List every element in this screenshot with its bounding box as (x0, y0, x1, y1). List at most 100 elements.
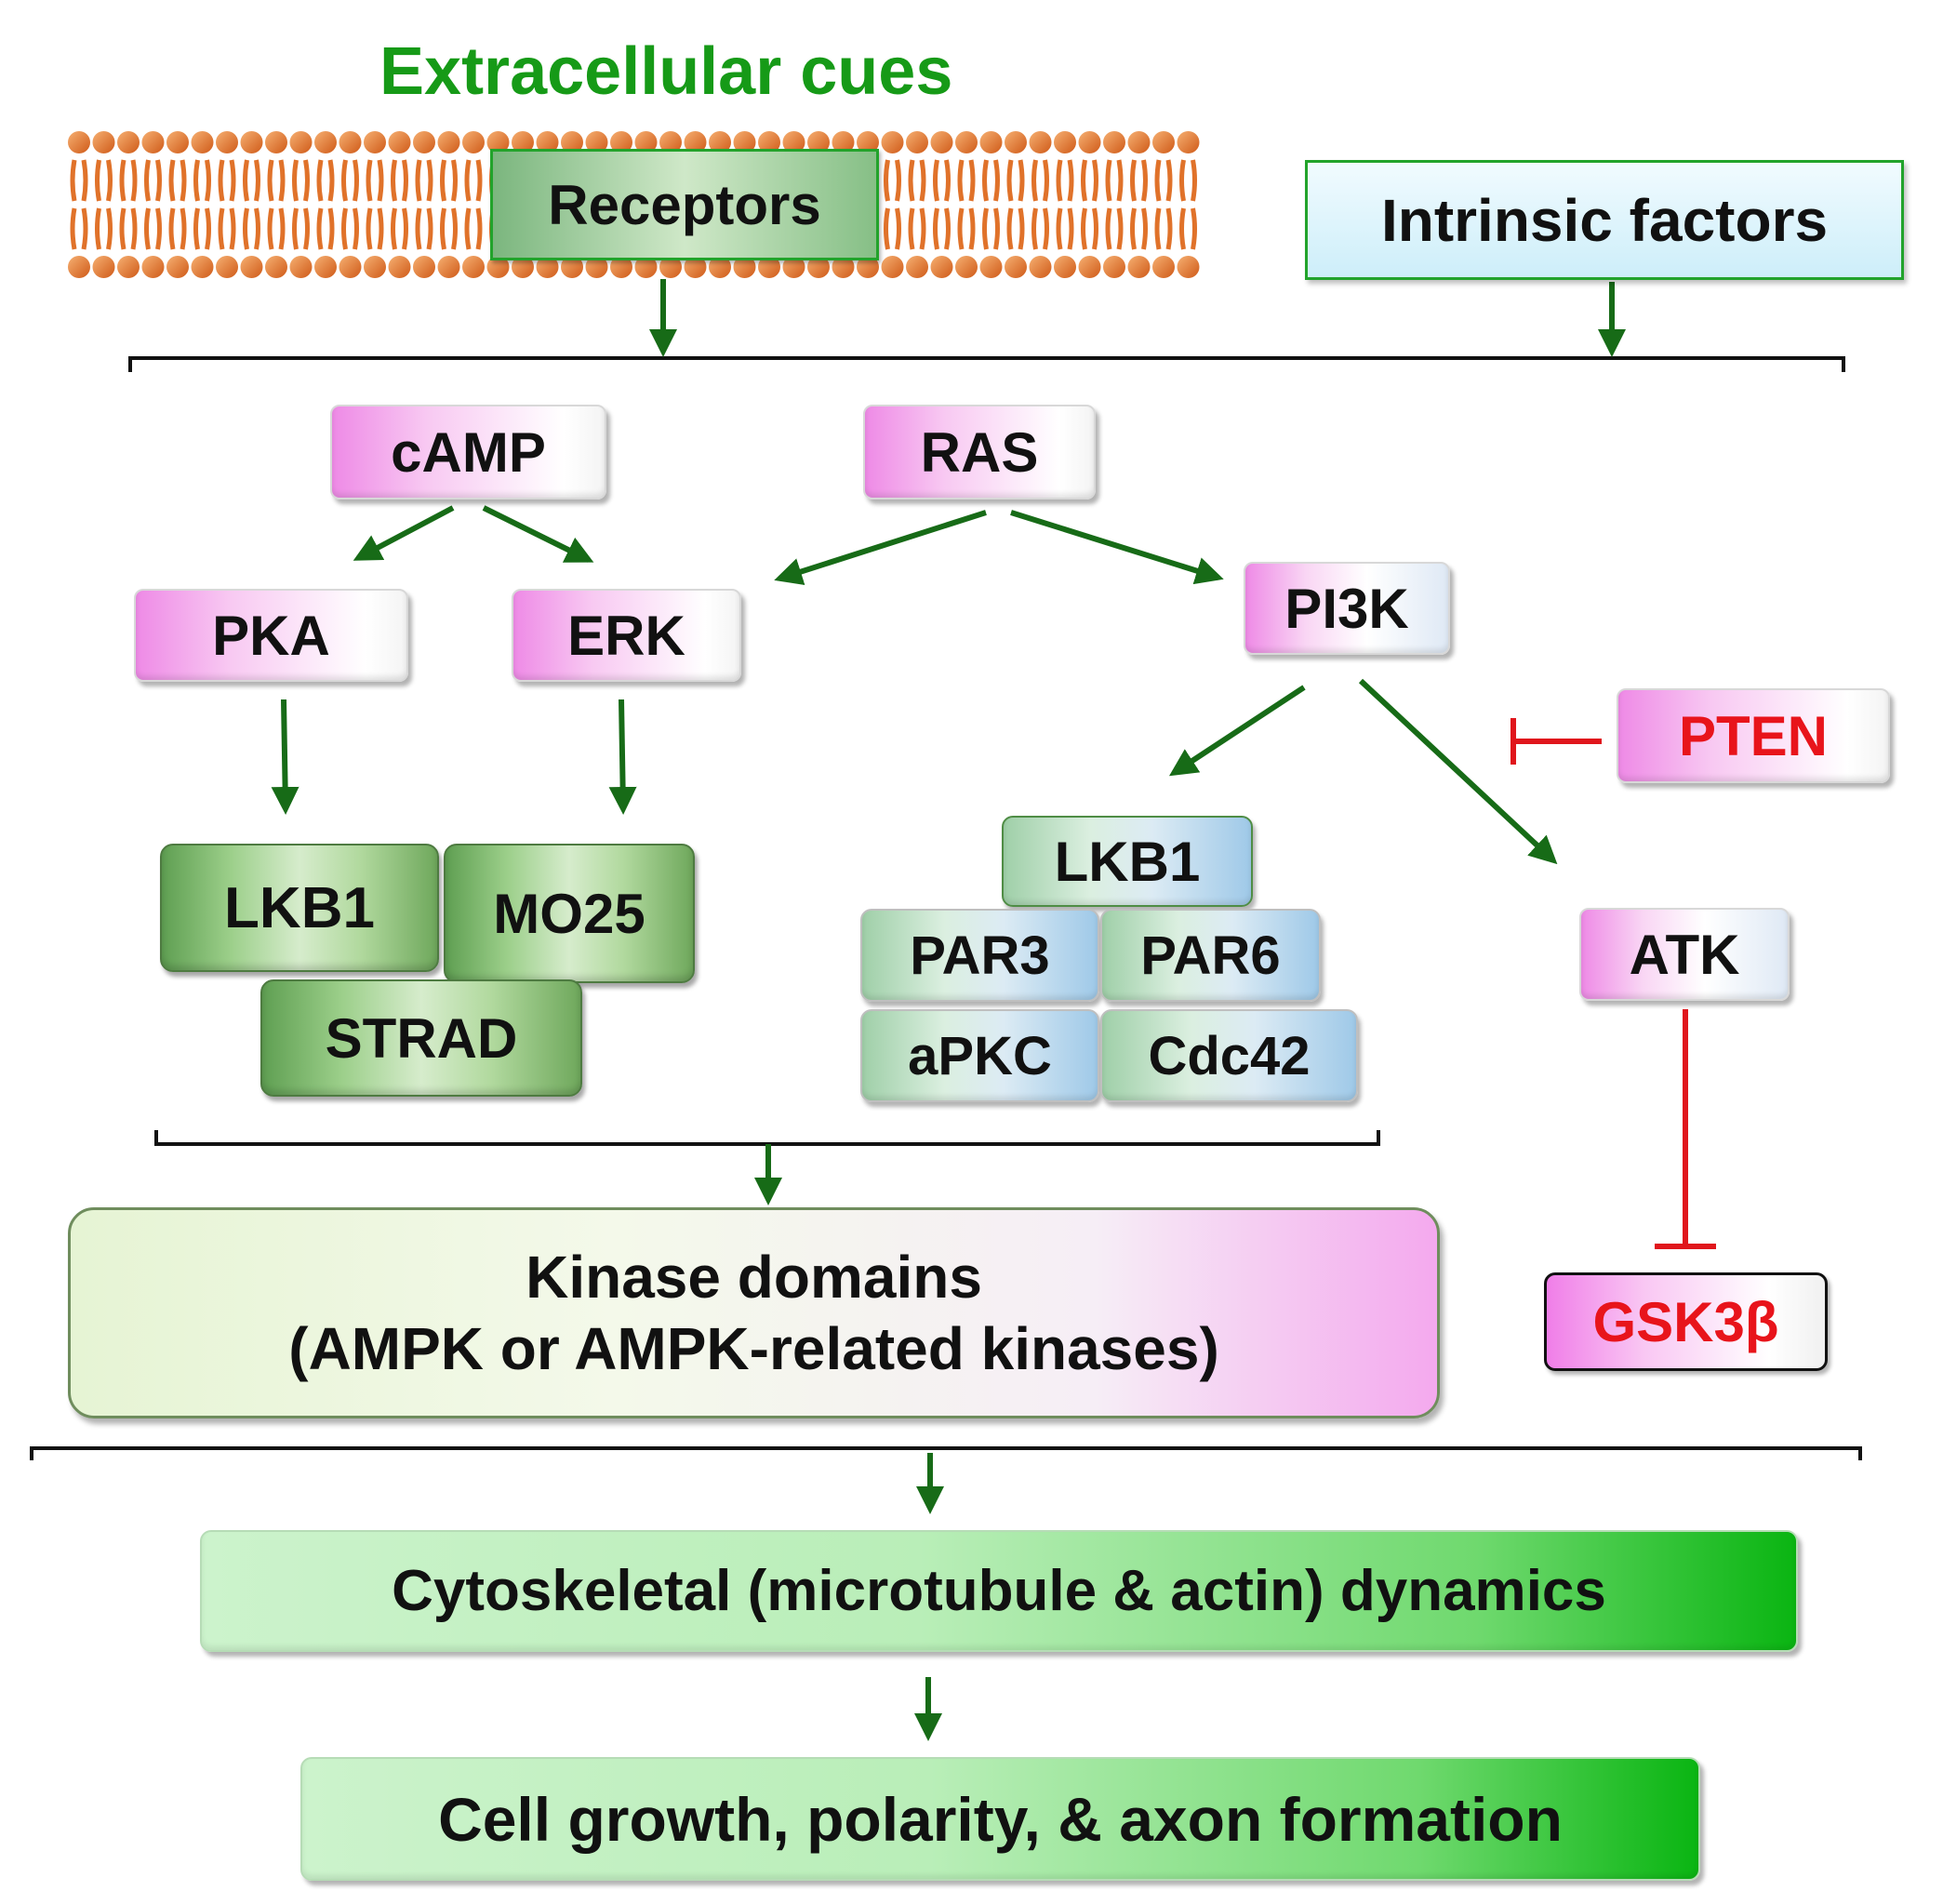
lipid-head (585, 131, 608, 153)
lipid-head (832, 256, 855, 278)
lipid-head (265, 131, 287, 153)
lipid-head (979, 131, 1003, 153)
lipid-tail (243, 159, 260, 202)
lipid-head (536, 256, 559, 278)
lipid-tail (1081, 207, 1098, 250)
lipid-head (684, 256, 707, 278)
lipid-head (413, 256, 435, 278)
erk-box: ERK (512, 589, 741, 682)
lipid-head (1103, 131, 1125, 153)
cytoskeletal-dynamics-box: Cytoskeletal (microtubule & actin) dynam… (200, 1530, 1798, 1652)
lipid-head (881, 131, 904, 153)
intrinsic-factors-label: Intrinsic factors (1380, 186, 1829, 254)
mo25-box: MO25 (444, 844, 695, 983)
lipid-head (1127, 131, 1151, 153)
arrow-camp-to-pka (353, 505, 455, 561)
lipid-tail (70, 159, 88, 202)
lipid-tail (1105, 159, 1124, 202)
lipid-head (906, 256, 928, 278)
lipid-head (486, 131, 510, 153)
lipid-head (1177, 131, 1200, 153)
lipid-head (462, 131, 485, 153)
lipid-head (955, 256, 978, 278)
cell-growth-box: Cell growth, polarity, & axon formation (300, 1757, 1700, 1881)
lipid-head (1054, 131, 1076, 153)
lipid-head (413, 131, 435, 153)
par3-box: PAR3 (860, 909, 1099, 1002)
lipid-tail (267, 159, 286, 202)
lipid-head (339, 256, 362, 278)
kinase-domains-line1: Kinase domains (526, 1243, 982, 1311)
strad-box: STRAD (260, 979, 582, 1097)
pka-box: PKA (134, 589, 408, 682)
lipid-head (314, 256, 337, 278)
lipid-head (68, 256, 90, 278)
lipid-head (709, 131, 731, 153)
pi3k-label: PI3K (1284, 577, 1409, 640)
lipid-head (782, 256, 805, 278)
extracellular-cues-title: Extracellular cues (379, 34, 953, 109)
top-bracket (128, 356, 1845, 372)
ras-box: RAS (863, 405, 1096, 499)
apkc-box: aPKC (860, 1009, 1099, 1102)
gsk3b-label: GSK3β (1592, 1290, 1779, 1353)
lipid-head (166, 256, 189, 278)
lipid-tail (957, 207, 976, 250)
lipid-tail (391, 207, 408, 250)
lipid-head (512, 256, 534, 278)
lipid-tail (1056, 207, 1074, 250)
par3-label: PAR3 (910, 925, 1050, 986)
lipid-head (536, 131, 559, 153)
camp-box: cAMP (330, 405, 606, 499)
lipid-head (709, 256, 731, 278)
cdc42-box: Cdc42 (1100, 1009, 1358, 1102)
lipid-tail (1031, 207, 1049, 250)
lipid-head (1078, 131, 1101, 153)
lipid-head (486, 256, 510, 278)
atk-box: ATK (1579, 908, 1790, 1001)
ras-label: RAS (920, 420, 1039, 484)
pten-box: PTEN (1617, 688, 1890, 783)
lipid-tail (70, 207, 88, 250)
lipid-tail (292, 207, 310, 250)
lipid-head (634, 131, 658, 153)
arrow-pi3k-to-atk (1358, 678, 1558, 865)
lipid-tail (95, 207, 113, 250)
lipid-tail (1105, 207, 1124, 250)
lipid-tail (193, 207, 211, 250)
lipid-head (733, 131, 756, 153)
lipid-head (364, 256, 386, 278)
lipid-tail (1006, 207, 1025, 250)
par6-label: PAR6 (1140, 925, 1281, 986)
lipid-tail (168, 159, 187, 202)
lipid-tail (1154, 207, 1173, 250)
receptors-label: Receptors (548, 173, 821, 236)
apkc-label: aPKC (908, 1025, 1052, 1086)
lipid-head (92, 256, 115, 278)
lipid-tail (144, 207, 162, 250)
erk-label: ERK (567, 604, 685, 667)
lipid-head (1029, 131, 1052, 153)
lipid-head (289, 256, 313, 278)
lipid-tail (1130, 159, 1148, 202)
lipid-tail (1081, 159, 1098, 202)
lipid-head (92, 131, 115, 153)
kinase-domains-line2: (AMPK or AMPK-related kinases) (288, 1314, 1219, 1382)
lipid-head (141, 131, 165, 153)
lipid-head (1177, 256, 1200, 278)
lipid-head (289, 131, 313, 153)
lipid-tail (119, 159, 138, 202)
cdc42-label: Cdc42 (1148, 1025, 1311, 1086)
lipid-tail (1056, 159, 1074, 202)
lipid-tail (316, 159, 335, 202)
lkb1-left-label: LKB1 (224, 875, 375, 940)
lipid-head (265, 256, 287, 278)
lipid-tail (119, 207, 138, 250)
receptors-box: Receptors (490, 149, 879, 260)
lipid-head (610, 256, 632, 278)
lipid-head (512, 131, 534, 153)
camp-label: cAMP (391, 420, 546, 484)
lipid-head (832, 131, 855, 153)
lipid-tail (440, 207, 458, 250)
middle-bracket (154, 1130, 1380, 1146)
